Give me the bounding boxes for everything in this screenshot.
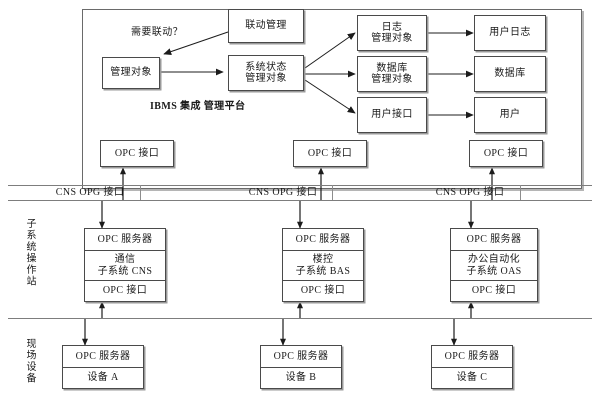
box-platform-opc-interface-2[interactable]: OPC 接口 xyxy=(293,140,367,167)
box-label-line2: 管理对象 xyxy=(371,74,413,85)
box-user-log[interactable]: 用户日志 xyxy=(474,15,546,51)
box-label-line2: 管理对象 xyxy=(245,73,287,84)
box-label: 用户接口 xyxy=(371,109,413,121)
caption-line2: 管理平台 xyxy=(203,101,246,112)
box-label: OPC 接口 xyxy=(483,147,529,159)
device-c[interactable]: OPC 服务器 设备 C xyxy=(431,345,513,389)
bus-label-2: CNS OPG 接口 xyxy=(248,187,318,198)
subsystem-opc-interface[interactable]: OPC 接口 xyxy=(283,280,363,301)
layer-label-field-devices: 现场设备 xyxy=(24,338,35,384)
bus-separator-2 xyxy=(332,185,333,200)
box-database[interactable]: 数据库 xyxy=(474,56,546,92)
device-opc-server[interactable]: OPC 服务器 xyxy=(273,350,329,362)
layer-label-subsystem-station: 子系统操作站 xyxy=(24,218,35,287)
device-name: 设备 A xyxy=(63,367,143,388)
box-label: 用户日志 xyxy=(489,27,531,39)
device-opc-server[interactable]: OPC 服务器 xyxy=(444,350,500,362)
bus-label-1: CNS OPG 接口 xyxy=(55,187,125,198)
subsystem-opc-interface[interactable]: OPC 接口 xyxy=(85,280,165,301)
subsystem-bas[interactable]: OPC 服务器 楼控 子系统 BAS OPC 接口 xyxy=(282,228,364,302)
device-name: 设备 B xyxy=(261,367,341,388)
box-label-line1: 数据库 xyxy=(376,62,408,74)
device-a[interactable]: OPC 服务器 设备 A xyxy=(62,345,144,389)
bus-line-top xyxy=(8,185,592,186)
subsystem-opc-server[interactable]: OPC 服务器 xyxy=(97,233,153,245)
subsystem-opc-interface[interactable]: OPC 接口 xyxy=(451,280,537,301)
box-linkage-management[interactable]: 联动管理 xyxy=(228,9,304,43)
box-user-interface[interactable]: 用户接口 xyxy=(357,97,427,133)
box-label: OPC 接口 xyxy=(307,147,353,159)
bus-label-3: CNS OPG 接口 xyxy=(435,187,505,198)
box-log-managed-object[interactable]: 日志 管理对象 xyxy=(357,15,427,51)
subsystem-opc-server[interactable]: OPC 服务器 xyxy=(295,233,351,245)
subsystem-name: 办公自动化 子系统 OAS xyxy=(451,250,537,280)
condition-label-need-linkage: 需要联动？ xyxy=(131,27,183,38)
bus-line-middle xyxy=(8,200,592,201)
box-database-managed-object[interactable]: 数据库 管理对象 xyxy=(357,56,427,92)
device-b[interactable]: OPC 服务器 设备 B xyxy=(260,345,342,389)
subsystem-cns[interactable]: OPC 服务器 通信 子系统 CNS OPC 接口 xyxy=(84,228,166,302)
box-label-line2: 管理对象 xyxy=(371,33,413,44)
box-label: 管理对象 xyxy=(110,67,152,79)
box-label: OPC 接口 xyxy=(114,147,160,159)
box-label-line1: 系统状态 xyxy=(245,61,287,73)
box-label: 用户 xyxy=(499,109,521,121)
device-opc-server[interactable]: OPC 服务器 xyxy=(75,350,131,362)
subsystem-opc-server[interactable]: OPC 服务器 xyxy=(466,233,522,245)
subsystem-name: 楼控 子系统 BAS xyxy=(283,250,363,280)
caption-line1: IBMS 集成 xyxy=(150,101,201,112)
box-label: 联动管理 xyxy=(245,20,287,32)
box-label: 数据库 xyxy=(494,68,526,80)
subsystem-oas[interactable]: OPC 服务器 办公自动化 子系统 OAS OPC 接口 xyxy=(450,228,538,302)
ibms-platform-caption: IBMS 集成 管理平台 xyxy=(150,101,245,113)
box-platform-opc-interface-3[interactable]: OPC 接口 xyxy=(469,140,543,167)
box-label-line1: 日志 xyxy=(381,21,403,33)
box-user[interactable]: 用户 xyxy=(474,97,546,133)
bus-line-bottom xyxy=(8,318,592,319)
box-system-state-managed-object[interactable]: 系统状态 管理对象 xyxy=(228,55,304,91)
box-managed-object[interactable]: 管理对象 xyxy=(102,57,160,89)
device-name: 设备 C xyxy=(432,367,512,388)
bus-separator-1 xyxy=(140,185,141,200)
box-platform-opc-interface-1[interactable]: OPC 接口 xyxy=(100,140,174,167)
subsystem-name: 通信 子系统 CNS xyxy=(85,250,165,280)
bus-separator-3 xyxy=(520,185,521,200)
